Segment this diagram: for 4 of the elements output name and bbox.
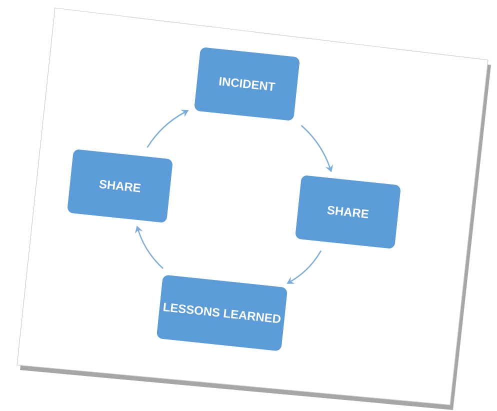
- process-box: SHARE: [68, 150, 172, 222]
- process-box: LESSONS LEARNED: [156, 275, 288, 351]
- process-box: SHARE: [296, 176, 400, 248]
- process-box: INCIDENT: [194, 48, 300, 120]
